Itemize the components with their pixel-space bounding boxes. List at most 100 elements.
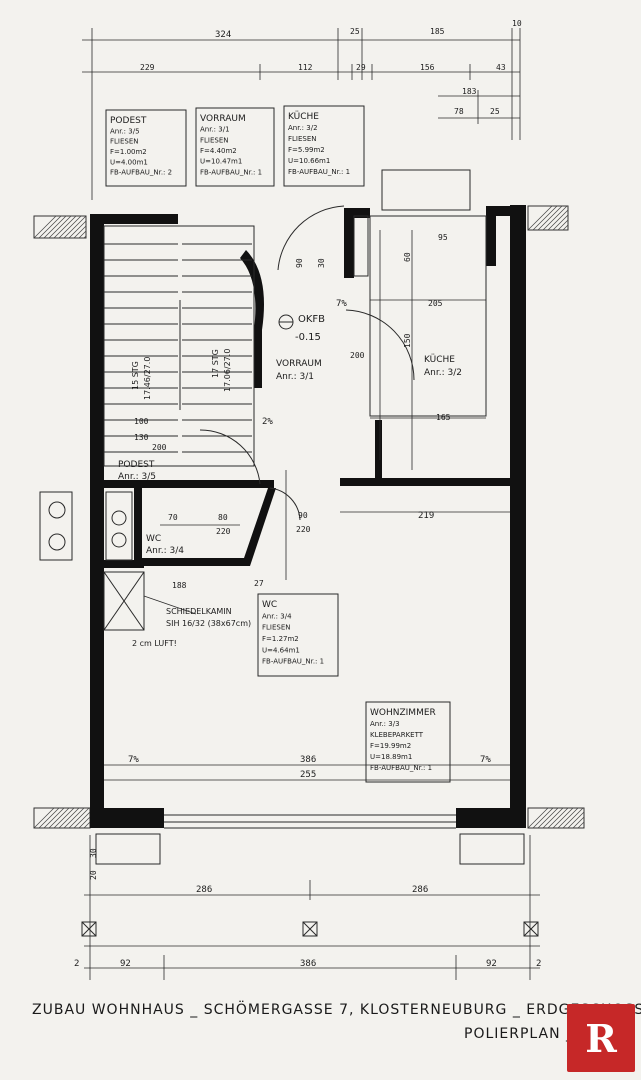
dim-v-90: 90: [295, 258, 304, 268]
okfb-label: OKFB: [298, 314, 325, 325]
podest-label: PODEST: [118, 460, 155, 470]
dim-b-92b: 92: [486, 959, 497, 969]
room-box-line: U=4.00m1: [110, 158, 148, 166]
appliances: [39, 491, 133, 561]
room-box-line: Anr.: 3/3: [370, 720, 400, 728]
room-box-line: FB-AUFBAU_Nr.: 1: [200, 168, 262, 176]
top-dimension-texts: 324 25 185 10 229 112 29 156 43 183 78 2…: [140, 19, 522, 116]
pct-d: 7%: [336, 299, 347, 309]
staircase: [103, 225, 255, 467]
room-box-line: F=19.99m2: [370, 742, 411, 750]
dim-k-150: 150: [403, 333, 412, 348]
dim-b-30: 30: [89, 848, 98, 858]
dim-25b: 25: [490, 107, 500, 116]
kitchen-fixtures: [353, 169, 487, 417]
room-box-line: VORRAUM: [200, 114, 246, 124]
dim-b-2b: 2: [536, 959, 541, 969]
room-box-line: U=4.64m1: [262, 646, 300, 654]
dim-w-386: 386: [300, 755, 316, 765]
top-dimension-chains: [82, 28, 521, 200]
dim-43: 43: [496, 63, 506, 72]
dim-b-2a: 2: [74, 959, 79, 969]
chimney-sub: SIH 16/32 (38x67cm): [166, 619, 251, 628]
podest-anr: Anr.: 3/5: [118, 472, 156, 482]
dim-w-100: 100: [134, 417, 149, 426]
dim-k-205: 205: [428, 299, 443, 308]
room-box-line: F=5.99m2: [288, 146, 325, 154]
room-box-line: KÜCHE: [288, 111, 319, 122]
room-box-line: F=1.00m2: [110, 148, 147, 156]
dim-w-70: 70: [168, 513, 178, 522]
dim-10: 10: [512, 19, 522, 28]
room-box-line: FLIESEN: [262, 624, 291, 632]
air-gap-label: 2 cm LUFT!: [132, 639, 177, 648]
dim-k-95: 95: [438, 233, 448, 242]
room-box-line: Anr.: 3/1: [200, 126, 230, 134]
stairs-left-sub: 17.46/27.0: [143, 357, 152, 400]
stairs-left-label: 15 STG: [131, 361, 140, 390]
bottom-dimension-chains: [81, 833, 540, 980]
dim-112: 112: [298, 63, 313, 72]
kueche-label: KÜCHE: [424, 354, 455, 365]
room-box-line: WOHNZIMMER: [370, 708, 436, 718]
pct-c: 2%: [262, 417, 273, 427]
walls: [90, 205, 526, 828]
dim-78: 78: [454, 107, 464, 116]
dim-v-30: 30: [317, 258, 326, 268]
plan-labels: OKFB -0.15 VORRAUM Anr.: 3/1 KÜCHE Anr.:…: [118, 314, 462, 648]
doors: [199, 205, 415, 521]
room-box-line: Anr.: 3/2: [288, 124, 318, 132]
dim-183: 183: [462, 87, 477, 96]
room-box-line: FLIESEN: [110, 138, 139, 146]
pct-b: 7%: [480, 755, 491, 765]
vorraum-anr: Anr.: 3/1: [276, 372, 314, 382]
dim-229: 229: [140, 63, 155, 72]
room-box-line: FLIESEN: [200, 136, 229, 144]
dim-w-255: 255: [300, 770, 316, 780]
dim-324: 324: [215, 30, 231, 40]
dim-b-286a: 286: [196, 885, 212, 895]
dim-v-80: 80: [218, 513, 228, 522]
room-box-line: FB-AUFBAU_Nr.: 1: [288, 168, 350, 176]
dim-b-386: 386: [300, 959, 316, 969]
room-box-line: U=10.47m1: [200, 158, 242, 166]
vorraum-label: VORRAUM: [276, 359, 322, 369]
dim-v-200: 200: [350, 351, 365, 360]
okfb-value: -0.15: [295, 332, 321, 343]
dim-29: 29: [356, 63, 366, 72]
dim-25: 25: [350, 27, 360, 36]
room-box-line: WC: [262, 600, 277, 610]
room-box-line: Anr.: 3/5: [110, 127, 140, 135]
dim-w-27: 27: [254, 579, 264, 588]
outer-hatching: [33, 205, 585, 829]
dim-185: 185: [430, 27, 445, 36]
dim-b-20: 20: [89, 870, 98, 880]
dim-b-92a: 92: [120, 959, 131, 969]
interior-dimension-lines: [104, 230, 510, 781]
dim-w-200: 200: [152, 443, 167, 452]
wc-plan-anr: Anr.: 3/4: [146, 546, 184, 556]
room-box-line: FB-AUFBAU_Nr.: 1: [370, 764, 432, 772]
dim-w-130: 130: [134, 433, 149, 442]
room-box-line: U=18.89m1: [370, 753, 412, 761]
dim-k-165: 165: [436, 413, 451, 422]
room-box-line: FLIESEN: [288, 135, 317, 143]
room-box-line: U=10.66m1: [288, 157, 330, 165]
room-box-line: F=1.27m2: [262, 635, 299, 643]
stairs-right-sub: 17.06/27.0: [223, 349, 232, 392]
room-box-line: KLEBEPARKETT: [370, 731, 424, 739]
dim-156: 156: [420, 63, 435, 72]
dim-w-219: 219: [418, 511, 434, 521]
logo: R: [567, 1004, 635, 1072]
room-box-line: PODEST: [110, 116, 147, 126]
bottom-glazing: [164, 814, 456, 829]
logo-letter: R: [585, 1015, 617, 1061]
dim-k-60: 60: [403, 252, 412, 262]
room-box-line: FB-AUFBAU_Nr.: 1: [262, 658, 324, 666]
